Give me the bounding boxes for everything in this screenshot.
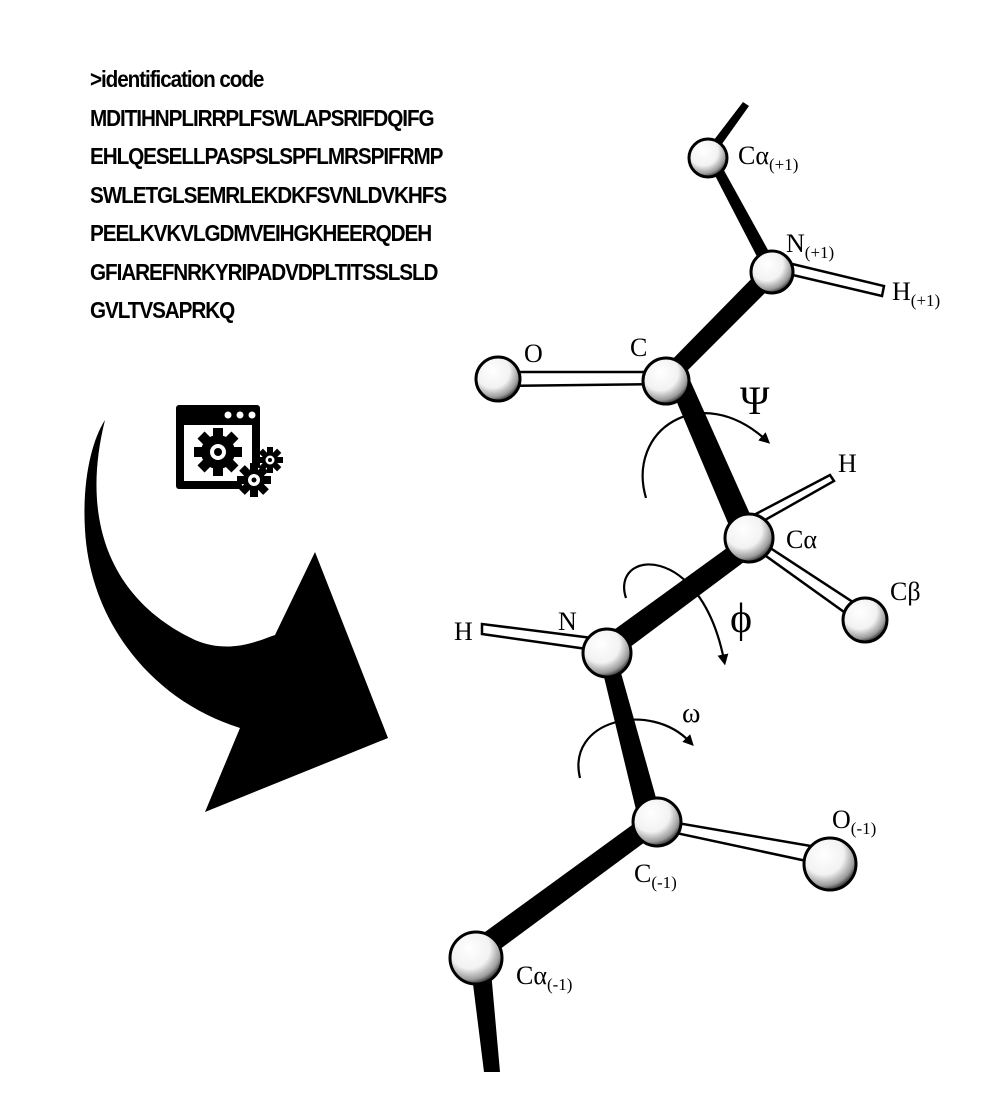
label-h-plus: H(+1)	[892, 277, 940, 310]
label-ca-minus: Cα(-1)	[516, 961, 572, 994]
sequence-line: GVLTVSAPRKQ	[90, 297, 235, 323]
rotation-arrows	[577, 412, 771, 779]
side-bonds	[480, 260, 886, 868]
label-ca: Cα	[786, 525, 817, 554]
label-c-minus: C(-1)	[634, 859, 677, 892]
atom-c	[641, 356, 691, 406]
label-o: O	[524, 339, 543, 368]
label-h: H	[838, 449, 857, 478]
label-c: C	[630, 333, 647, 362]
sequence-line: MDITIHNPLIRRPLFSWLAPSRIFDQIFG	[90, 104, 435, 131]
software-gears-icon	[176, 405, 283, 497]
sequence-line: SWLETGLSEMRLEKDKFSVNLDVKHFS	[90, 181, 447, 208]
backbone-bonds	[470, 102, 778, 1072]
sequence-line: EHLQESELLPASPSLSPFLMRSPIFRMP	[90, 143, 443, 169]
atom-ca	[723, 512, 775, 564]
phi-symbol: ϕ	[730, 596, 752, 642]
atom-ca-plus	[687, 137, 729, 179]
label-h2: H	[454, 617, 473, 646]
label-n: N	[558, 607, 577, 636]
sequence-header: >identification code	[90, 66, 264, 92]
label-o-minus: O(-1)	[832, 805, 876, 838]
psi-symbol: Ψ	[740, 378, 770, 423]
protein-sequence: >identification code MDITIHNPLIRRPLFSWLA…	[90, 60, 447, 330]
atom-o-minus	[802, 836, 858, 892]
sequence-line: PEELKVKVLGDMVEIHGKHEERQDEH	[90, 220, 432, 246]
label-n-plus: N(+1)	[786, 229, 834, 262]
atoms	[448, 137, 889, 986]
omega-symbol: ω	[682, 698, 700, 729]
atom-n-plus	[749, 249, 795, 295]
atom-n	[581, 627, 633, 679]
atom-cb	[841, 596, 889, 644]
big-curved-arrow-icon	[84, 420, 388, 812]
label-cb: Cβ	[890, 577, 921, 606]
atom-c-minus	[631, 796, 683, 848]
sequence-line: GFIAREFNRKYRIPADVDPLTITSSLSLD	[90, 258, 439, 285]
label-ca-plus: Cα(+1)	[738, 141, 798, 174]
atom-labels: Cα(+1) N(+1) H(+1) O C H Cα Cβ H N O(-1)…	[454, 141, 940, 994]
atom-o	[474, 355, 522, 403]
atom-ca-minus	[448, 930, 504, 986]
angle-labels: Ψ ϕ ω	[682, 378, 770, 729]
